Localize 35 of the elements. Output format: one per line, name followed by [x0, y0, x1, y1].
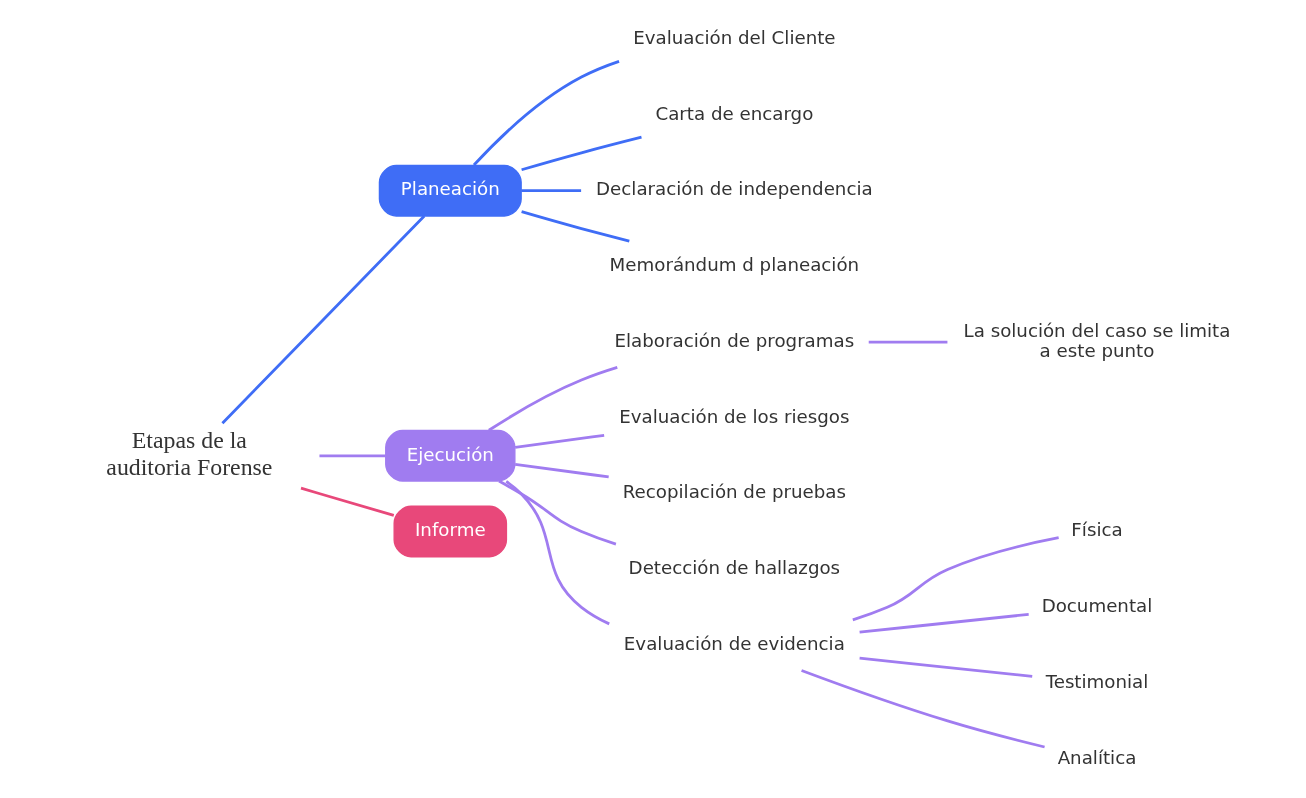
connector	[515, 462, 609, 479]
node-text: Memorándum d planeación	[609, 254, 860, 276]
node-text: Carta de encargo	[655, 102, 814, 124]
connector	[319, 454, 386, 458]
node-text: Declaración de independencia	[596, 178, 873, 200]
connector	[505, 480, 610, 626]
node-text: Elaboración de programas	[614, 329, 855, 351]
connector	[859, 656, 1033, 678]
node-box: Planeación	[378, 164, 522, 217]
connector	[498, 479, 617, 546]
connector	[801, 669, 1045, 749]
node-text: Etapas de la auditoria Forense	[106, 427, 273, 480]
connector	[515, 433, 605, 449]
connector	[521, 189, 582, 193]
node-text: Recopilación de pruebas	[622, 481, 846, 503]
node-text: Documental	[1041, 595, 1153, 617]
connector	[521, 135, 642, 172]
connector	[859, 612, 1029, 634]
node-text: Testimonial	[1045, 670, 1149, 692]
connector	[521, 210, 630, 243]
connector	[221, 214, 426, 425]
node-text: Analítica	[1057, 746, 1137, 768]
connector	[472, 60, 620, 167]
connector	[300, 486, 395, 517]
node-text: La solución del caso se limita a este punto	[963, 320, 1231, 361]
node-box: Informe	[393, 505, 508, 558]
connector	[488, 366, 618, 432]
node-text: Física	[1071, 519, 1123, 541]
connector	[868, 340, 948, 344]
node-text: Evaluación de los riesgos	[619, 405, 850, 427]
node-text: Detección de hallazgos	[628, 557, 841, 579]
connector	[852, 536, 1059, 622]
node-box: Ejecución	[385, 429, 516, 482]
node-text: Evaluación del Cliente	[633, 26, 836, 48]
node-text: Evaluación de evidencia	[623, 632, 845, 654]
